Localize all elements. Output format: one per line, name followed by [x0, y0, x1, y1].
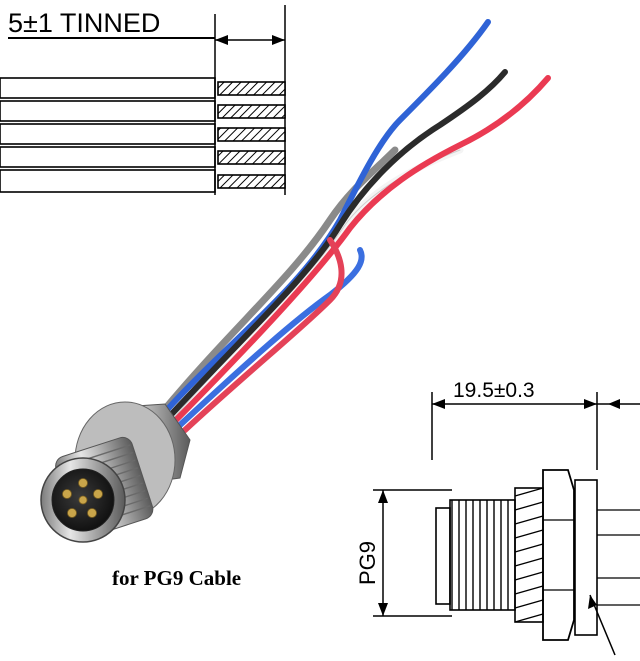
tinned-wire-drawing: 5±1 TINNED: [0, 5, 286, 195]
length-dimension-label: 19.5±0.3: [453, 379, 535, 402]
wire-black: [165, 69, 508, 421]
thread-size-label: PG9: [355, 541, 380, 585]
wire-bundle: [156, 19, 551, 433]
wire-gray: [156, 146, 399, 419]
wire-blue: [162, 19, 491, 415]
wire-red: [173, 75, 551, 423]
wire-blue-2: [177, 247, 365, 428]
connector-pins: [62, 478, 103, 518]
cable-caption: for PG9 Cable: [112, 566, 241, 590]
connector-dimension-drawing: [373, 392, 640, 656]
wire-red-2: [182, 237, 345, 433]
m12-panel-connector: [40, 401, 191, 543]
tinned-length-label: 5±1 TINNED: [8, 8, 160, 38]
